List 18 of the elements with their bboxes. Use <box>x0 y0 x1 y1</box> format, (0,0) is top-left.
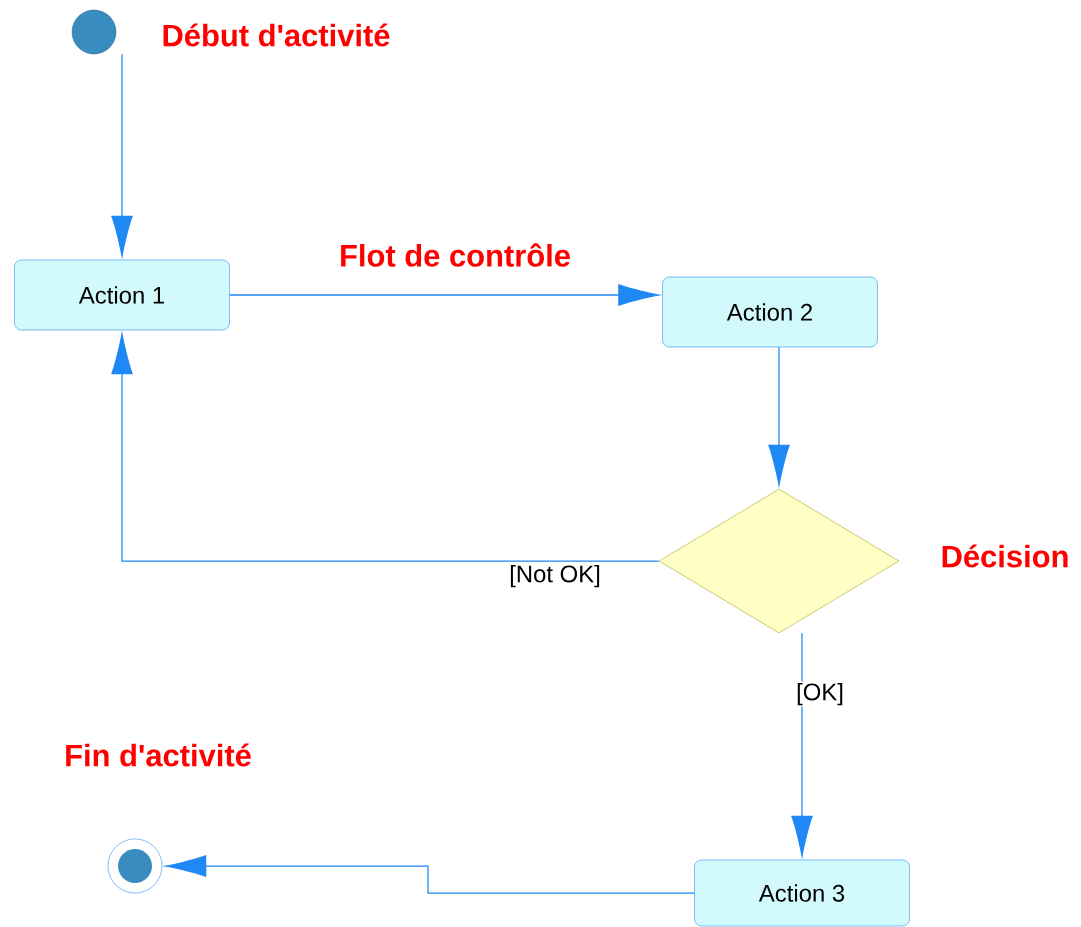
action-box: Action 1 <box>14 259 230 331</box>
arrow <box>111 53 133 257</box>
edge-label: [OK] <box>794 681 846 707</box>
action-box: Action 2 <box>662 276 878 348</box>
final-node <box>107 838 163 894</box>
action-box: Action 3 <box>694 859 910 927</box>
edge-label: [Not OK] <box>507 563 603 589</box>
decision-diamond <box>658 488 900 634</box>
edge-label: Flot de contrôle <box>337 241 573 269</box>
annotation: Début d'activité <box>163 23 390 47</box>
arrow <box>165 855 695 894</box>
arrow <box>768 346 790 486</box>
arrow <box>229 284 659 306</box>
arrow <box>791 632 813 857</box>
annotation: Fin d'activité <box>66 743 251 767</box>
initial-node <box>71 9 117 55</box>
arrow <box>111 333 660 562</box>
annotation: Décision <box>942 544 1068 568</box>
